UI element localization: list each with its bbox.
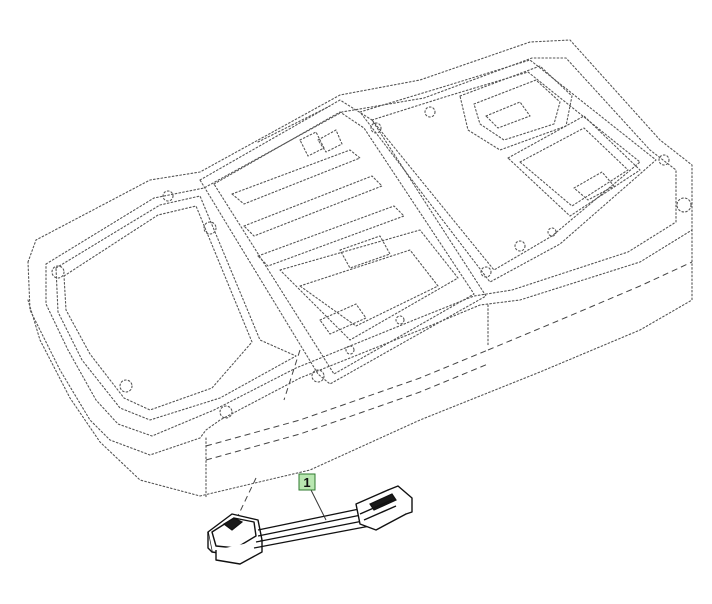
callout-1[interactable]: 1 — [298, 473, 327, 521]
callout-1-leader — [309, 487, 327, 521]
wire-harness-part-1[interactable] — [207, 485, 413, 565]
callout-1-label: 1 — [303, 475, 310, 490]
console-housing — [27, 39, 693, 521]
callout-1-box — [298, 473, 316, 491]
